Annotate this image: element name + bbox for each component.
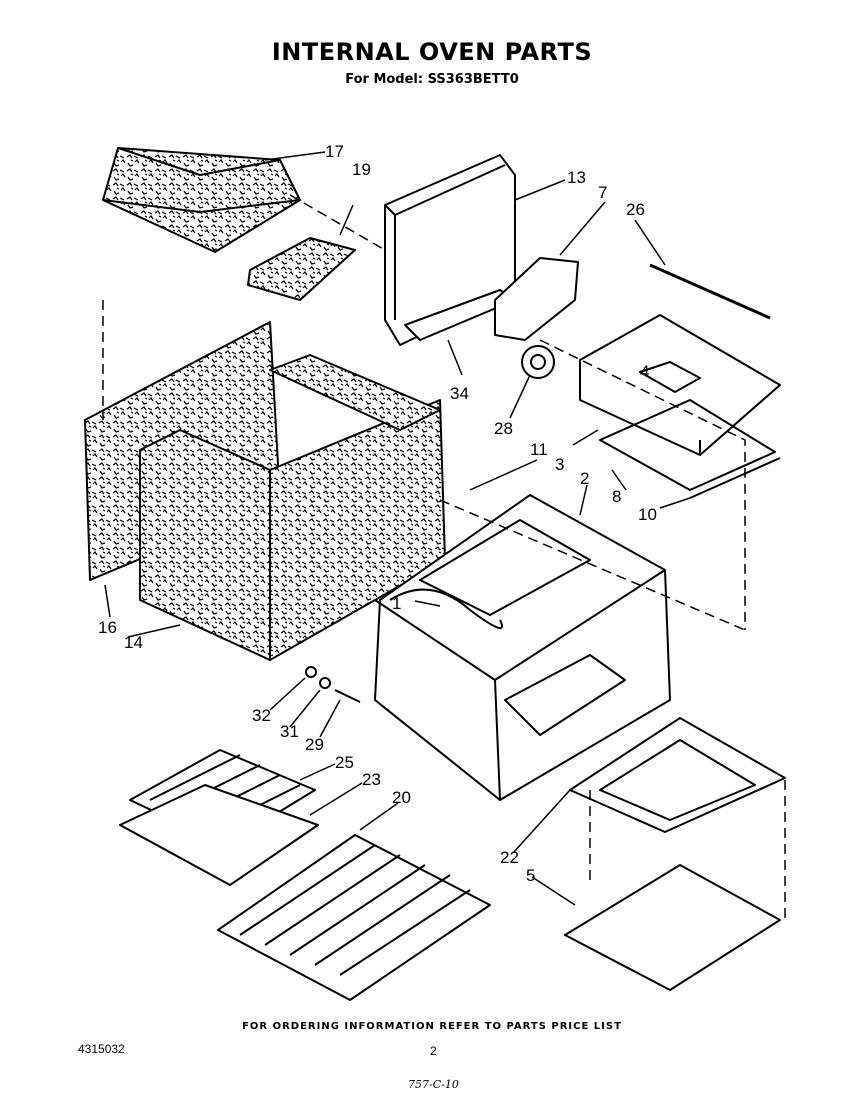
callout-22: 22 (500, 848, 519, 867)
part-10-strip (689, 457, 781, 499)
part-23-broiler-pan (119, 784, 319, 886)
callout-34: 34 (450, 384, 469, 403)
part-5-bottom-pan (564, 864, 781, 991)
part-2-oven-cavity (374, 494, 671, 801)
part-1-element (389, 588, 503, 629)
part-17-top-insulation (102, 147, 301, 253)
callout-23: 23 (362, 770, 381, 789)
callout-4: 4 (640, 362, 649, 381)
part-22-drip-tray (569, 717, 786, 833)
callout-8: 8 (612, 487, 621, 506)
part-28-fan (521, 345, 555, 379)
callout-14: 14 (124, 633, 143, 652)
part-19-insulation-pad (247, 237, 356, 301)
callout-29: 29 (305, 735, 324, 754)
part-29-bolt (334, 689, 361, 703)
part-14-wrap-insulation (139, 354, 446, 661)
callout-13: 13 (567, 168, 586, 187)
callout-32: 32 (252, 706, 271, 725)
callout-1: 1 (392, 594, 401, 613)
part-31-washer (319, 677, 331, 689)
callout-16: 16 (98, 618, 117, 637)
part-7-duct (494, 257, 579, 341)
ordering-note: FOR ORDERING INFORMATION REFER TO PARTS … (242, 1021, 622, 1032)
callout-7: 7 (598, 183, 607, 202)
part-32-nut (305, 666, 317, 678)
callout-25: 25 (335, 753, 354, 772)
part-4-bracket (639, 361, 701, 393)
page-number: 2 (430, 1044, 437, 1058)
callout-19: 19 (352, 160, 371, 179)
callout-31: 31 (280, 722, 299, 741)
part-8-gasket (599, 399, 776, 491)
callout-26: 26 (626, 200, 645, 219)
handwritten-code: 757-C-10 (408, 1078, 459, 1091)
part-20-oven-rack (217, 834, 491, 1001)
document-number: 4315032 (78, 1042, 125, 1056)
callout-20: 20 (392, 788, 411, 807)
part-26-rod (649, 263, 771, 320)
callout-17: 17 (325, 142, 344, 161)
callout-labels: 17 19 13 7 26 4 34 28 11 3 2 8 10 1 16 1… (98, 142, 657, 885)
model-subtitle: For Model: SS363BETT0 (345, 72, 519, 87)
page-title: INTERNAL OVEN PARTS (271, 38, 593, 66)
callout-11: 11 (530, 440, 548, 459)
callout-3: 3 (555, 455, 564, 474)
callout-5: 5 (526, 866, 535, 885)
callout-10: 10 (638, 505, 657, 524)
callout-2: 2 (580, 469, 589, 488)
callout-28: 28 (494, 419, 513, 438)
